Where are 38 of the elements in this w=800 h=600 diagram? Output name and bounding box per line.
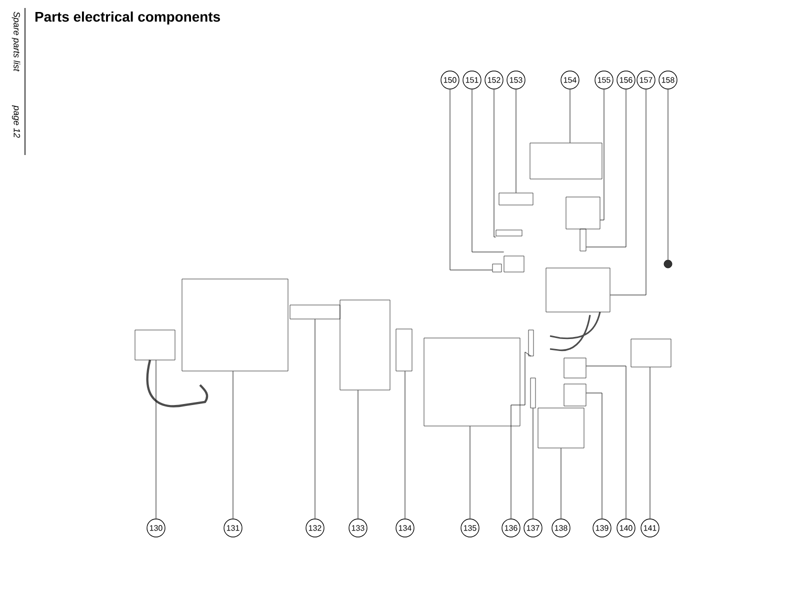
part-drawing xyxy=(564,384,586,406)
part-drawing xyxy=(340,300,390,390)
leader-line xyxy=(610,89,646,296)
part-drawing xyxy=(530,142,602,180)
part-drawing xyxy=(498,192,534,206)
leader-line xyxy=(232,370,234,519)
part-drawing xyxy=(504,256,524,272)
part-drawing xyxy=(630,338,672,368)
part-drawing xyxy=(182,278,288,372)
part-drawing xyxy=(564,358,586,378)
leader-line xyxy=(600,89,604,220)
leader-line xyxy=(560,448,562,519)
leader-line xyxy=(532,408,534,519)
part-drawing xyxy=(530,378,536,408)
part-drawing xyxy=(546,268,610,312)
page-label: page 12 xyxy=(12,105,20,138)
leader-line xyxy=(314,318,316,519)
leader-line xyxy=(450,89,493,270)
part-drawing xyxy=(290,304,340,320)
leader-line xyxy=(586,392,602,519)
leader-line xyxy=(494,89,496,238)
leader-line xyxy=(586,89,626,248)
part-drawing xyxy=(424,338,520,426)
part-drawing xyxy=(134,330,176,360)
part-drawing xyxy=(492,264,502,272)
part-drawing xyxy=(528,330,534,356)
leader-line xyxy=(472,89,504,252)
leader-line xyxy=(510,352,532,519)
leader-line xyxy=(586,366,626,519)
part-drawing xyxy=(496,230,522,236)
title: Parts electrical components xyxy=(35,12,220,24)
part-drawing xyxy=(580,228,586,252)
part-drawing xyxy=(664,260,672,268)
part-drawing xyxy=(396,328,412,372)
part-drawing xyxy=(566,196,600,230)
part-drawing xyxy=(538,408,584,448)
leader-line xyxy=(404,370,406,519)
page-label: Spare parts list xyxy=(12,12,20,72)
